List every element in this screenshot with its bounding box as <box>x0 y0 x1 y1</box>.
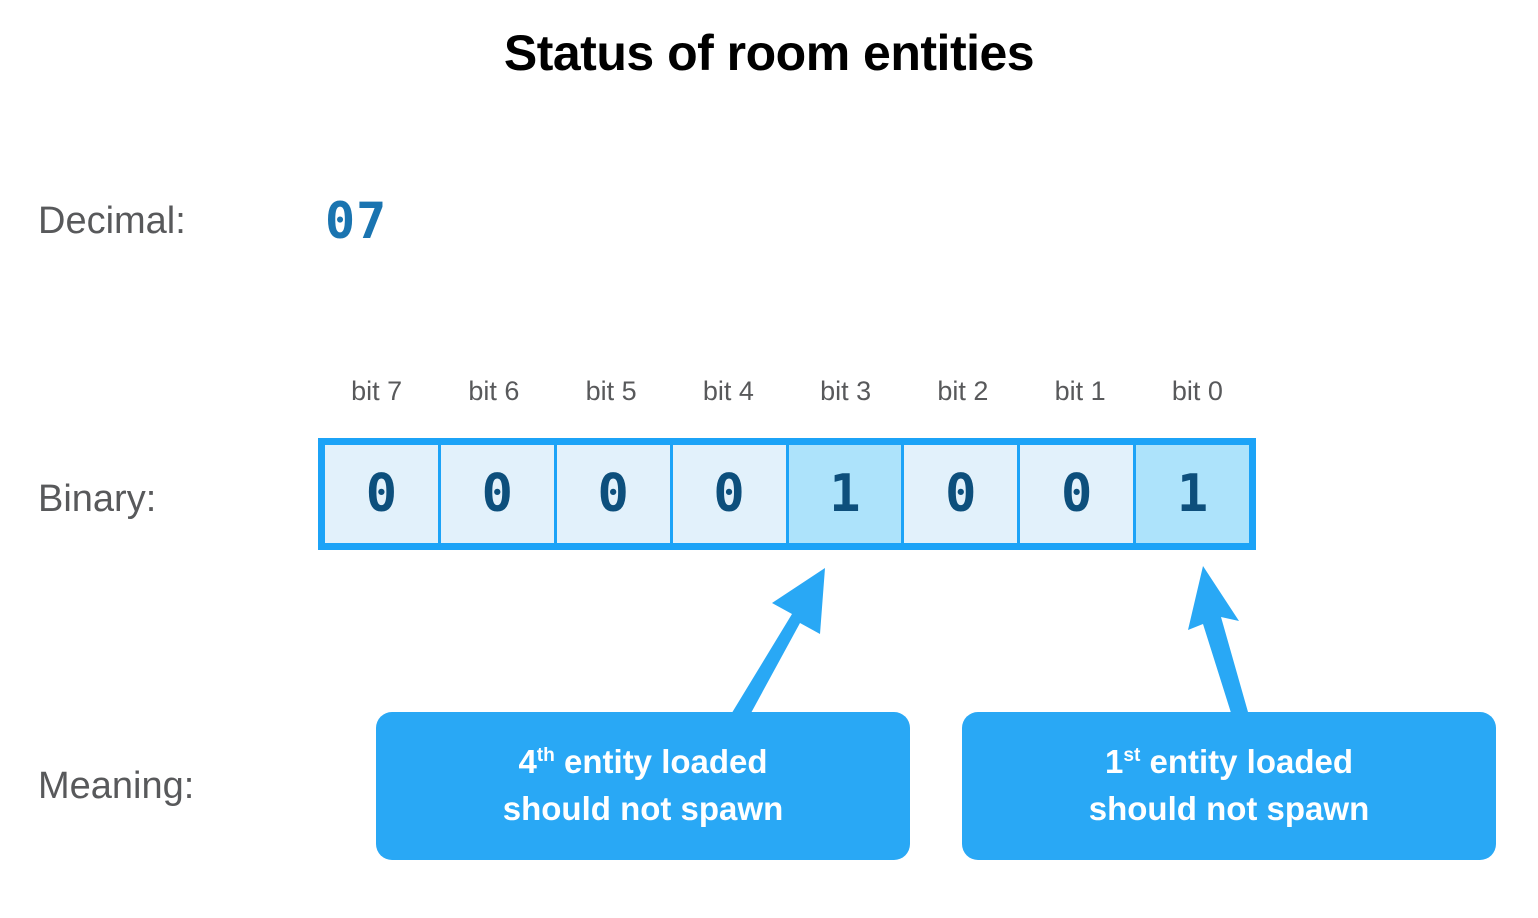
decimal-row-label: Decimal: <box>38 200 186 242</box>
bit-label-4: bit 4 <box>702 376 754 406</box>
callout-bit-0-line2: should not spawn <box>1088 790 1370 827</box>
callout-bit-3-line2: should not spawn <box>502 790 784 827</box>
bit-label-3: bit 3 <box>820 376 872 406</box>
arrow-to-bit-3 <box>730 568 825 724</box>
arrow-to-bit-0 <box>1188 566 1248 716</box>
callout-bit-0[interactable]: 1st entity loaded should not spawn <box>962 712 1496 860</box>
callout-bit-3-line1-rest: entity loaded <box>554 743 768 781</box>
callout-bit-0-ordinal: 1 <box>1104 743 1124 781</box>
bit-label-0: bit 0 <box>1171 376 1223 406</box>
bit-cell-0[interactable]: 1 <box>1136 445 1249 543</box>
bit-cell-4[interactable]: 0 <box>672 445 786 543</box>
callout-bit-0-ordinal-suffix: st <box>1123 745 1141 767</box>
bit-label-5: bit 5 <box>585 376 637 406</box>
callout-bit-3[interactable]: 4th entity loaded should not spawn <box>376 712 910 860</box>
binary-byte: 0 0 0 0 1 0 0 1 <box>318 438 1256 550</box>
bit-label-row: bit 7 bit 6 bit 5 bit 4 bit 3 bit 2 bit … <box>318 376 1256 407</box>
bit-cell-5[interactable]: 0 <box>556 445 670 543</box>
meaning-row-label: Meaning: <box>38 765 195 807</box>
callout-bit-0-line1-rest: entity loaded <box>1140 743 1354 781</box>
binary-row-label: Binary: <box>38 478 157 520</box>
page-title: Status of room entities <box>503 25 1035 81</box>
bit-cell-1[interactable]: 0 <box>1020 445 1134 543</box>
callout-bit-3-ordinal-suffix: th <box>536 745 555 767</box>
bit-label-1: bit 1 <box>1054 376 1106 406</box>
callout-bit-3-line1: 4th entity loaded <box>518 739 767 786</box>
bit-cell-6[interactable]: 0 <box>440 445 554 543</box>
bit-cell-2[interactable]: 0 <box>904 445 1018 543</box>
bit-label-6: bit 6 <box>468 376 520 406</box>
callout-bit-3-ordinal: 4 <box>518 743 537 781</box>
bit-label-2: bit 2 <box>937 376 989 406</box>
bit-cell-7[interactable]: 0 <box>325 445 438 543</box>
callout-bit-0-line1: 1st entity loaded <box>1105 739 1353 786</box>
bit-label-7: bit 7 <box>351 376 403 406</box>
decimal-value: 07 <box>325 192 388 250</box>
bit-cell-3[interactable]: 1 <box>788 445 902 543</box>
